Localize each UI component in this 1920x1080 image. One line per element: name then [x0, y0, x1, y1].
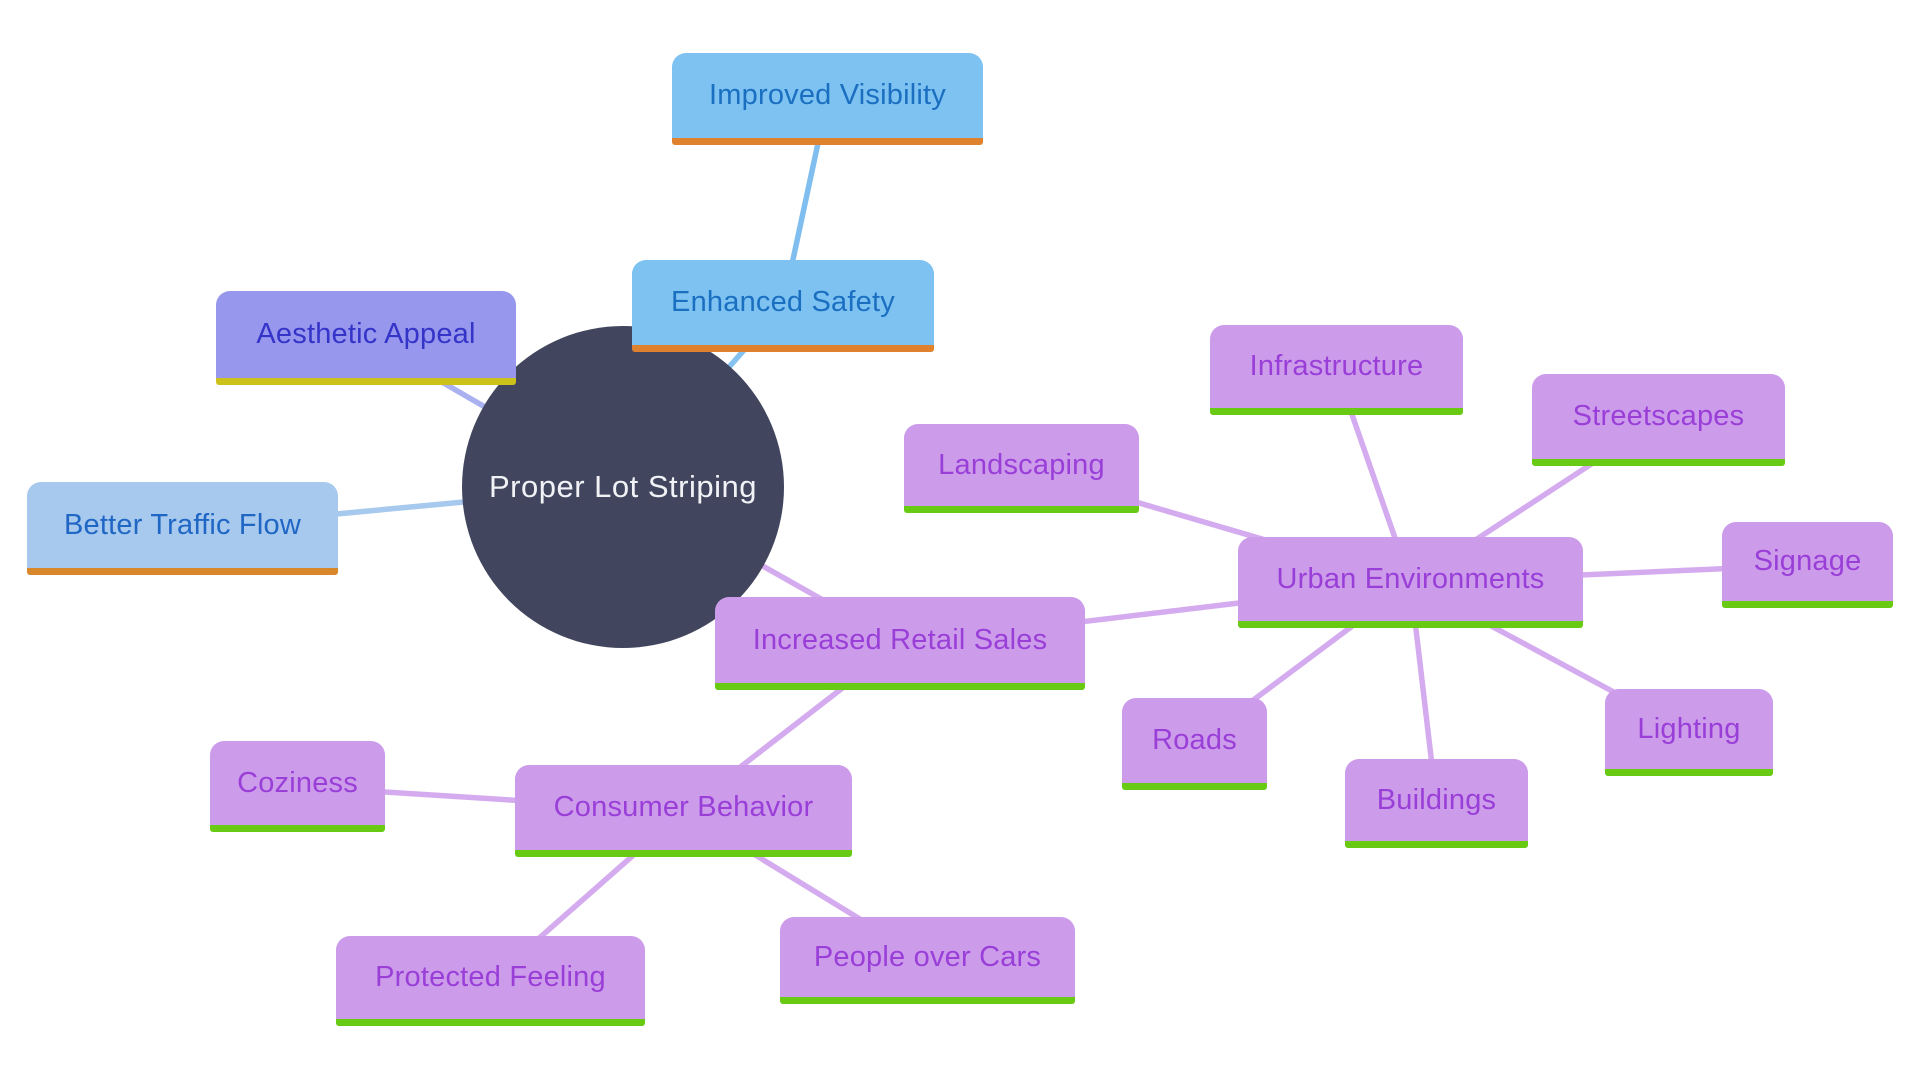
node-buildings[interactable]: Buildings: [1345, 759, 1528, 848]
node-better-traffic-flow[interactable]: Better Traffic Flow: [27, 482, 338, 575]
node-label-people-over-cars: People over Cars: [813, 940, 1042, 973]
node-label-signage: Signage: [1753, 545, 1862, 577]
node-label-coziness: Coziness: [237, 766, 358, 799]
node-label-infrastructure: Infrastructure: [1249, 350, 1424, 382]
node-label-enhanced-safety: Enhanced Safety: [671, 286, 895, 318]
node-enhanced-safety[interactable]: Enhanced Safety: [632, 260, 934, 352]
node-label-protected-feeling: Protected Feeling: [375, 961, 606, 993]
node-label-lighting: Lighting: [1637, 712, 1741, 745]
node-landscaping[interactable]: Landscaping: [904, 424, 1139, 513]
node-roads[interactable]: Roads: [1122, 698, 1267, 790]
central-node-label: Proper Lot Striping: [489, 469, 757, 504]
node-label-improved-visibility: Improved Visibility: [709, 79, 946, 111]
node-aesthetic-appeal[interactable]: Aesthetic Appeal: [216, 291, 516, 385]
node-lighting[interactable]: Lighting: [1605, 689, 1773, 776]
node-label-streetscapes: Streetscapes: [1572, 400, 1745, 432]
node-label-urban-environments: Urban Environments: [1276, 562, 1545, 595]
node-label-landscaping: Landscaping: [938, 448, 1105, 481]
node-infrastructure[interactable]: Infrastructure: [1210, 325, 1463, 415]
node-signage[interactable]: Signage: [1722, 522, 1893, 608]
node-urban-environments[interactable]: Urban Environments: [1238, 537, 1583, 628]
node-protected-feeling[interactable]: Protected Feeling: [336, 936, 645, 1026]
node-label-increased-retail-sales: Increased Retail Sales: [752, 623, 1048, 656]
node-streetscapes[interactable]: Streetscapes: [1532, 374, 1785, 466]
node-label-better-traffic-flow: Better Traffic Flow: [64, 508, 301, 541]
node-label-buildings: Buildings: [1376, 783, 1497, 816]
node-consumer-behavior[interactable]: Consumer Behavior: [515, 765, 852, 857]
node-increased-retail-sales[interactable]: Increased Retail Sales: [715, 597, 1085, 690]
node-people-over-cars[interactable]: People over Cars: [780, 917, 1075, 1004]
node-improved-visibility[interactable]: Improved Visibility: [672, 53, 983, 145]
node-label-roads: Roads: [1152, 724, 1237, 756]
node-label-consumer-behavior: Consumer Behavior: [553, 791, 814, 823]
node-label-aesthetic-appeal: Aesthetic Appeal: [256, 318, 476, 350]
node-coziness[interactable]: Coziness: [210, 741, 385, 832]
